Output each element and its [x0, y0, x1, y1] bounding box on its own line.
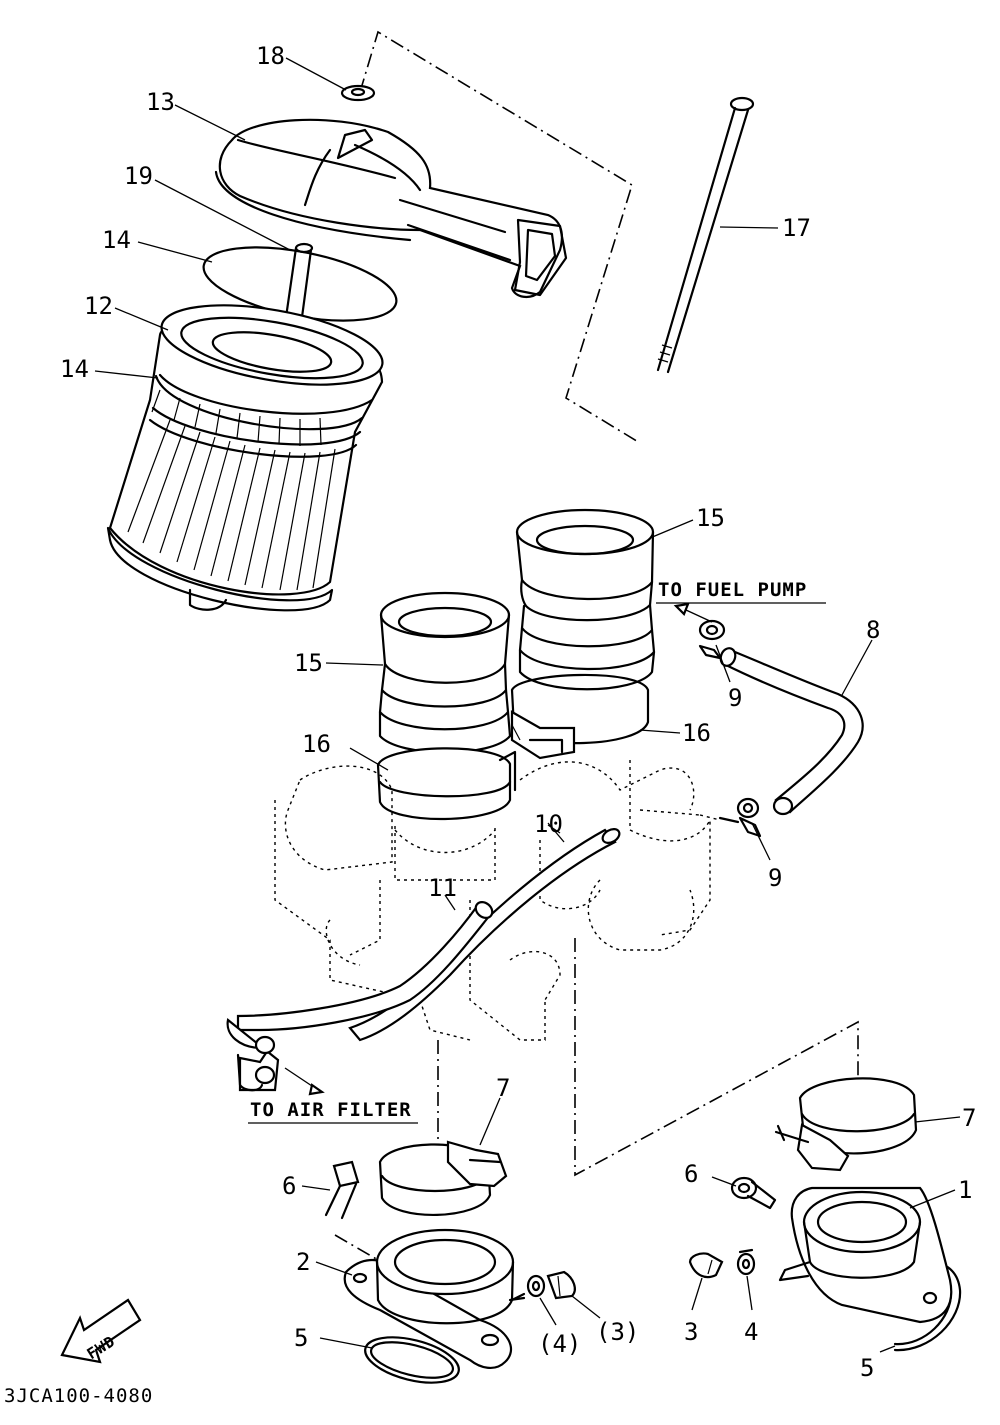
callout-10: 10 [534, 810, 563, 838]
cap-part-3 [688, 1252, 724, 1279]
callout-13: 13 [146, 88, 175, 116]
clamp-band-part-16-left [376, 747, 517, 821]
forward-arrow-icon: FWD [60, 1298, 142, 1364]
callout-6-right: 6 [684, 1160, 698, 1188]
callout-labels: 18 13 19 14 12 14 17 15 15 16 16 8 9 9 1… [60, 42, 976, 1382]
long-bolt-part-17 [656, 96, 755, 374]
gasket-part-5-left [364, 1336, 460, 1384]
clamp-band-part-7-right [774, 1077, 918, 1172]
routing-notes: TO FUEL PUMP TO AIR FILTER [248, 579, 826, 1124]
intake-funnel-part-15-right [515, 508, 656, 691]
note-to-air-filter: TO AIR FILTER [250, 1099, 412, 1121]
hose-clip-part-9-lower [718, 797, 762, 838]
callout-19: 19 [124, 162, 153, 190]
callout-11: 11 [428, 874, 457, 902]
callout-8: 8 [866, 616, 880, 644]
reference-lines [334, 30, 859, 1261]
callout-2: 2 [296, 1248, 310, 1276]
callout-3: 3 [684, 1318, 698, 1346]
air-filter-cover-part-13 [214, 118, 568, 298]
callout-5-left: 5 [294, 1324, 308, 1352]
figure-code: 3JCA100-4080 [4, 1385, 153, 1407]
callout-5-right: 5 [860, 1354, 874, 1382]
callout-3-bracketed: (3) [596, 1318, 639, 1346]
intake-funnel-part-15-left [378, 591, 512, 754]
callout-9-lower: 9 [768, 864, 782, 892]
callout-4-bracketed: (4) [538, 1330, 581, 1358]
callout-14-lower: 14 [60, 355, 89, 383]
bolt-part-6-left [324, 1160, 360, 1220]
bolt-part-6-right [730, 1176, 777, 1210]
callout-16-right: 16 [682, 719, 711, 747]
clip-part-4-bracketed [510, 1274, 546, 1302]
callout-16-left: 16 [302, 730, 331, 758]
cap-part-3-bracketed [546, 1270, 576, 1300]
o-ring-part-14-lower [154, 374, 364, 431]
callout-7-left: 7 [496, 1074, 510, 1102]
intake-manifold-part-2 [343, 1228, 526, 1369]
callout-15-right: 15 [696, 504, 725, 532]
grommet-part-18 [340, 84, 376, 102]
callout-18: 18 [256, 42, 285, 70]
hose-clip-part-9-upper [698, 619, 726, 660]
callout-17: 17 [782, 214, 811, 242]
carburetor-body [274, 760, 721, 1041]
callout-15-left: 15 [294, 649, 323, 677]
callout-14-upper: 14 [102, 226, 131, 254]
leader-lines [94, 57, 961, 1353]
note-to-fuel-pump: TO FUEL PUMP [658, 579, 807, 601]
clamp-band-part-16-right [510, 673, 650, 760]
callout-12: 12 [84, 292, 113, 320]
hose-part-11 [226, 901, 494, 1096]
callout-6-left: 6 [282, 1172, 296, 1200]
clamp-band-part-7-left [378, 1140, 508, 1216]
callout-4: 4 [744, 1318, 758, 1346]
callout-9-upper: 9 [728, 684, 742, 712]
hose-part-8 [719, 647, 864, 816]
intake-manifold-part-1 [778, 1186, 953, 1324]
callout-7-right: 7 [962, 1104, 976, 1132]
clip-part-4 [736, 1248, 756, 1276]
air-filter-element-part-12 [106, 304, 384, 612]
callout-1: 1 [958, 1176, 972, 1204]
